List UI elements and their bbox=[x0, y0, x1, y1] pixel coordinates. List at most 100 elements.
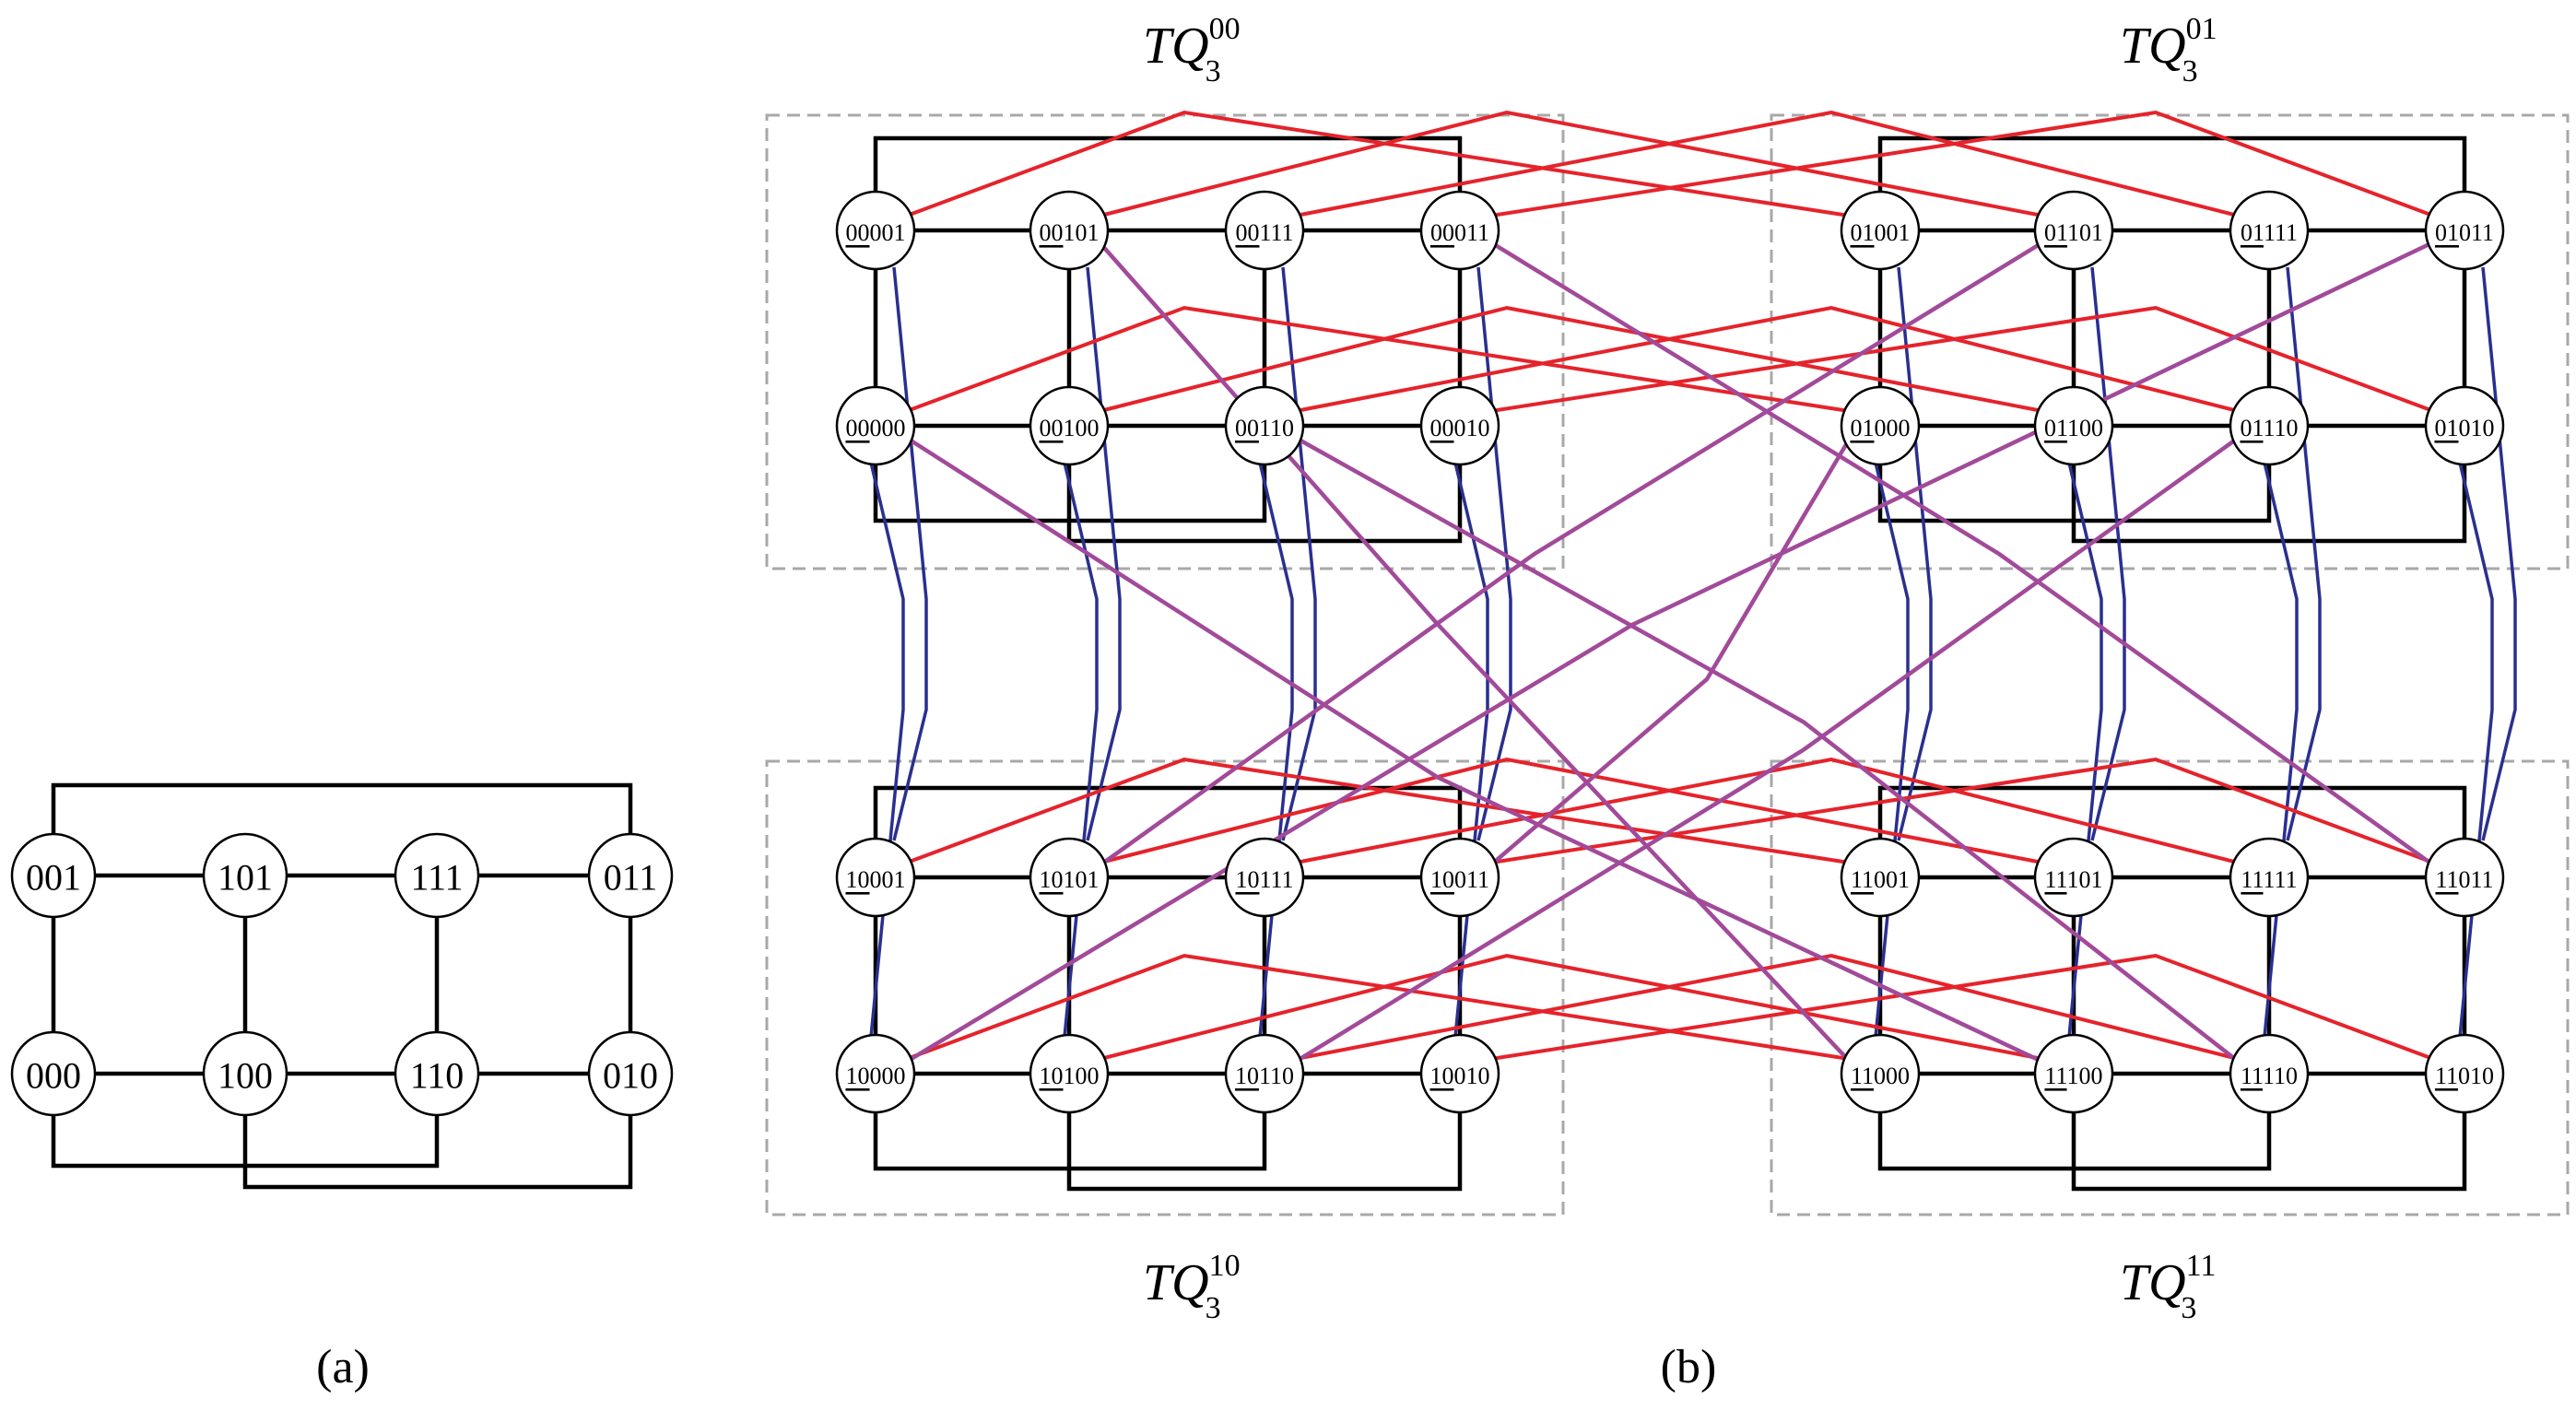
node-00011 bbox=[1419, 190, 1500, 271]
title-sup: 00 bbox=[1209, 12, 1241, 46]
node-001 bbox=[10, 832, 97, 919]
node-label: 11111 bbox=[2241, 866, 2297, 893]
red-edge-1-100 bbox=[1100, 953, 2043, 1061]
node-label: 110 bbox=[410, 1055, 465, 1097]
node-label-suffix: 010 bbox=[2459, 415, 2495, 441]
node-label: 11110 bbox=[2241, 1063, 2298, 1089]
node-01100 bbox=[2033, 385, 2114, 466]
node-label: 00001 bbox=[846, 219, 906, 246]
node-label: 11101 bbox=[2044, 866, 2102, 893]
node-label: 11100 bbox=[2044, 1063, 2102, 1089]
node-label-suffix: 111 bbox=[1259, 866, 1293, 893]
node-11101 bbox=[2033, 837, 2114, 918]
node-label-suffix: 000 bbox=[1875, 415, 1911, 441]
red-edge-0-110 bbox=[1295, 305, 2239, 413]
node-label-prefix: 10 bbox=[1430, 866, 1454, 893]
node-label: 01110 bbox=[2240, 415, 2298, 441]
node-label: 11000 bbox=[1851, 1063, 1910, 1089]
cube-edge bbox=[1066, 1074, 1463, 1192]
title-main: TQ bbox=[2120, 18, 2186, 75]
node-label-suffix: 100 bbox=[1064, 415, 1100, 441]
node-010 bbox=[587, 1030, 674, 1117]
node-000 bbox=[10, 1030, 97, 1117]
cube-edge bbox=[2071, 1074, 2467, 1192]
node-101 bbox=[202, 832, 288, 919]
node-label-suffix: 101 bbox=[1064, 219, 1100, 246]
node-01001 bbox=[1840, 190, 1921, 271]
horizontal-cross-edges bbox=[906, 110, 2434, 1061]
node-label: 00101 bbox=[1040, 219, 1100, 246]
node-label: 000 bbox=[26, 1055, 81, 1097]
node-label-prefix: 00 bbox=[1040, 219, 1064, 246]
node-01010 bbox=[2424, 385, 2505, 466]
node-label-prefix: 01 bbox=[2435, 415, 2459, 441]
node-label-prefix: 10 bbox=[846, 1063, 870, 1089]
node-label-prefix: 00 bbox=[1235, 219, 1259, 246]
purple-edge-0 bbox=[1097, 240, 1853, 1064]
purple-edge-2 bbox=[903, 435, 2045, 1065]
node-label-prefix: 01 bbox=[2435, 219, 2459, 246]
caption-b: (b) bbox=[1661, 1341, 1717, 1393]
node-01110 bbox=[2229, 385, 2310, 466]
node-10011 bbox=[1419, 837, 1500, 918]
cube-edge bbox=[242, 1074, 633, 1190]
node-label-suffix: 101 bbox=[1064, 866, 1100, 893]
node-label: 10111 bbox=[1235, 866, 1293, 893]
subcube-box-10 bbox=[765, 759, 1565, 1216]
node-label-prefix: 00 bbox=[1040, 415, 1064, 441]
diagonal-cross-edges bbox=[903, 239, 2437, 1065]
node-label-prefix: 11 bbox=[2044, 1063, 2066, 1089]
node-label-suffix: 011 bbox=[1454, 866, 1489, 893]
purple-edge-5 bbox=[1488, 435, 1853, 868]
node-label-suffix: 001 bbox=[1874, 866, 1910, 893]
red-edge-1-000 bbox=[906, 953, 1850, 1061]
node-label: 10010 bbox=[1430, 1063, 1490, 1089]
node-label: 100 bbox=[218, 1055, 273, 1097]
node-00000 bbox=[835, 385, 916, 466]
node-label-suffix: 100 bbox=[2067, 1063, 2103, 1089]
node-label: 00010 bbox=[1430, 415, 1490, 441]
node-label-suffix: 111 bbox=[1259, 219, 1293, 246]
purple-edge-7 bbox=[1292, 435, 2241, 1064]
node-label-suffix: 000 bbox=[870, 1063, 906, 1089]
node-11110 bbox=[2229, 1033, 2310, 1114]
node-11011 bbox=[2424, 837, 2505, 918]
node-label: 01010 bbox=[2435, 415, 2495, 441]
node-10000 bbox=[835, 1033, 916, 1114]
subcube-box-11 bbox=[1770, 759, 2570, 1216]
node-11111 bbox=[2229, 837, 2310, 918]
red-edge-0-000 bbox=[906, 305, 1850, 413]
node-label: 101 bbox=[218, 857, 273, 899]
node-label-prefix: 11 bbox=[2435, 866, 2458, 893]
node-00010 bbox=[1419, 385, 1500, 466]
node-label-prefix: 00 bbox=[846, 415, 870, 441]
node-label: 01101 bbox=[2044, 219, 2103, 246]
node-01000 bbox=[1840, 385, 1921, 466]
node-label-prefix: 10 bbox=[846, 866, 870, 893]
node-00101 bbox=[1029, 190, 1110, 271]
title-sup: 11 bbox=[2186, 1249, 2217, 1283]
node-label-prefix: 00 bbox=[846, 219, 870, 246]
node-label-prefix: 11 bbox=[2435, 1063, 2458, 1089]
node-label-prefix: 11 bbox=[2044, 866, 2066, 893]
node-label-prefix: 00 bbox=[1235, 415, 1259, 441]
node-00110 bbox=[1224, 385, 1305, 466]
node-label-prefix: 01 bbox=[2044, 219, 2067, 246]
title-sup: 01 bbox=[2186, 12, 2217, 46]
node-label-suffix: 011 bbox=[2459, 866, 2494, 893]
node-label-suffix: 001 bbox=[870, 219, 906, 246]
node-label-suffix: 110 bbox=[1259, 415, 1294, 441]
node-11000 bbox=[1840, 1033, 1921, 1114]
node-01111 bbox=[2229, 190, 2310, 271]
node-10100 bbox=[1029, 1033, 1110, 1114]
node-11010 bbox=[2424, 1033, 2505, 1114]
node-label: 01011 bbox=[2435, 219, 2494, 246]
node-00001 bbox=[835, 190, 916, 271]
node-label: 10110 bbox=[1235, 1063, 1294, 1089]
title-main: TQ bbox=[1143, 18, 1209, 75]
red-edge-1-111 bbox=[1295, 757, 2239, 864]
node-11001 bbox=[1840, 837, 1921, 918]
